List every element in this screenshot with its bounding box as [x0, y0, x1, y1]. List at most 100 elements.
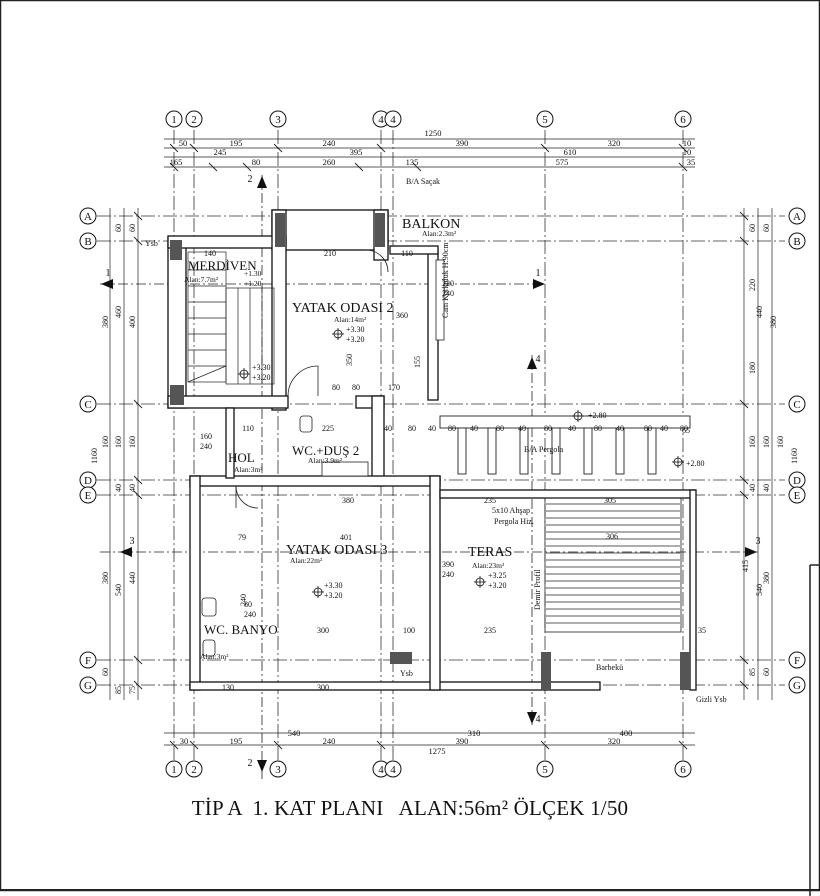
room-name-wc-dus-2: WC.+DUŞ 2 [292, 443, 359, 458]
svg-text:110: 110 [401, 249, 413, 258]
svg-text:300: 300 [317, 683, 329, 692]
svg-text:79: 79 [238, 533, 246, 542]
row-axis-label-right: F [794, 655, 800, 667]
svg-text:360: 360 [396, 311, 408, 320]
dimension-lines [109, 138, 773, 746]
section-labels: 1 1 2 2 3 3 4 4 [106, 174, 761, 769]
row-axis-label-left: B [84, 236, 91, 248]
svg-text:80: 80 [252, 157, 261, 167]
svg-text:575: 575 [556, 157, 569, 167]
svg-text:160: 160 [776, 436, 785, 448]
svg-text:75: 75 [128, 686, 137, 694]
svg-text:110: 110 [242, 424, 254, 433]
svg-text:Alan:7.7m²: Alan:7.7m² [184, 275, 219, 284]
door-swings [235, 249, 389, 509]
svg-text:85: 85 [748, 668, 757, 676]
svg-text:Ysb: Ysb [400, 669, 413, 678]
svg-text:100: 100 [403, 626, 415, 635]
svg-text:240: 240 [244, 610, 256, 619]
svg-text:2: 2 [248, 758, 253, 769]
svg-text:+2.80: +2.80 [588, 411, 607, 420]
svg-text:10: 10 [683, 147, 692, 157]
pergola-dim: 80 [544, 424, 552, 433]
row-axis-label-right: D [793, 475, 801, 487]
row-axis-label-right: A [793, 211, 801, 223]
svg-text:+3.30: +3.30 [324, 581, 343, 590]
svg-text:320: 320 [608, 736, 621, 746]
svg-text:390: 390 [456, 138, 469, 148]
svg-text:225: 225 [322, 424, 334, 433]
svg-text:85: 85 [114, 686, 123, 694]
svg-text:10: 10 [683, 138, 692, 148]
svg-text:160: 160 [114, 436, 123, 448]
svg-text:160: 160 [762, 436, 771, 448]
svg-text:160: 160 [200, 432, 212, 441]
pergola-dim: 80 [408, 424, 416, 433]
svg-text:B/A Saçak: B/A Saçak [406, 177, 440, 186]
svg-text:165: 165 [170, 157, 183, 167]
svg-text:170: 170 [388, 383, 400, 392]
svg-text:160: 160 [101, 436, 110, 448]
svg-text:390: 390 [456, 736, 469, 746]
svg-text:440: 440 [128, 572, 137, 584]
pergola-dim: 40 [616, 424, 624, 433]
svg-text:460: 460 [114, 306, 123, 318]
row-axis-label-left: D [84, 475, 92, 487]
column-axis-label-top: 2 [191, 114, 197, 126]
svg-text:350: 350 [345, 354, 354, 366]
svg-text:3: 3 [756, 536, 761, 547]
svg-text:400: 400 [128, 316, 137, 328]
wooden-pergola-slats [546, 503, 680, 624]
svg-text:+3.30: +3.30 [252, 363, 271, 372]
room-name-balkon: BALKON [402, 217, 460, 232]
svg-text:Alan:23m²: Alan:23m² [472, 561, 505, 570]
svg-text:160: 160 [748, 436, 757, 448]
room-name-wc-banyo: WC. BANYO [204, 622, 278, 637]
svg-text:240: 240 [200, 442, 212, 451]
svg-text:305: 305 [604, 496, 616, 505]
svg-text:440: 440 [755, 306, 764, 318]
svg-text:60: 60 [101, 668, 110, 676]
row-axis-label-right: G [793, 680, 801, 692]
svg-text:4: 4 [536, 354, 541, 365]
svg-text:Pergola Hiz.: Pergola Hiz. [494, 517, 534, 526]
svg-text:240: 240 [442, 289, 454, 298]
svg-text:50: 50 [179, 138, 188, 148]
svg-text:240: 240 [239, 594, 248, 606]
svg-text:195: 195 [230, 736, 243, 746]
svg-text:Alan:22m²: Alan:22m² [290, 556, 323, 565]
svg-text:3: 3 [130, 536, 135, 547]
pergola-dim: 80 [594, 424, 602, 433]
svg-text:40: 40 [114, 484, 123, 492]
svg-text:80: 80 [352, 383, 360, 392]
svg-text:195: 195 [230, 138, 243, 148]
room-name-hol: HOL [228, 450, 255, 465]
svg-text:380: 380 [769, 316, 778, 328]
svg-text:235: 235 [484, 496, 496, 505]
svg-text:395: 395 [350, 147, 363, 157]
svg-text:40: 40 [128, 484, 137, 492]
walls [167, 209, 697, 691]
svg-text:380: 380 [101, 572, 110, 584]
svg-text:30: 30 [180, 736, 189, 746]
room-name-yatak-odasi-3: YATAK ODASI 3 [286, 543, 388, 558]
svg-text:4: 4 [536, 714, 541, 725]
row-axis-label-left: E [85, 490, 92, 502]
svg-text:2: 2 [248, 174, 253, 185]
column-axis-label-bottom: 1 [171, 764, 177, 776]
svg-text:140: 140 [204, 249, 216, 258]
svg-text:320: 320 [608, 138, 621, 148]
svg-text:235: 235 [484, 626, 496, 635]
svg-text:540: 540 [288, 728, 301, 738]
svg-text:180: 180 [748, 362, 757, 374]
svg-text:540: 540 [755, 584, 764, 596]
section-arrows [101, 176, 757, 772]
column-axis-label-bottom: 2 [191, 764, 197, 776]
column-axis-label-bottom: 4 [378, 764, 384, 776]
svg-text:1: 1 [106, 268, 111, 279]
svg-text:60: 60 [128, 224, 137, 232]
svg-text:+3.20: +3.20 [488, 581, 507, 590]
column-axis-label-top: 6 [680, 114, 686, 126]
